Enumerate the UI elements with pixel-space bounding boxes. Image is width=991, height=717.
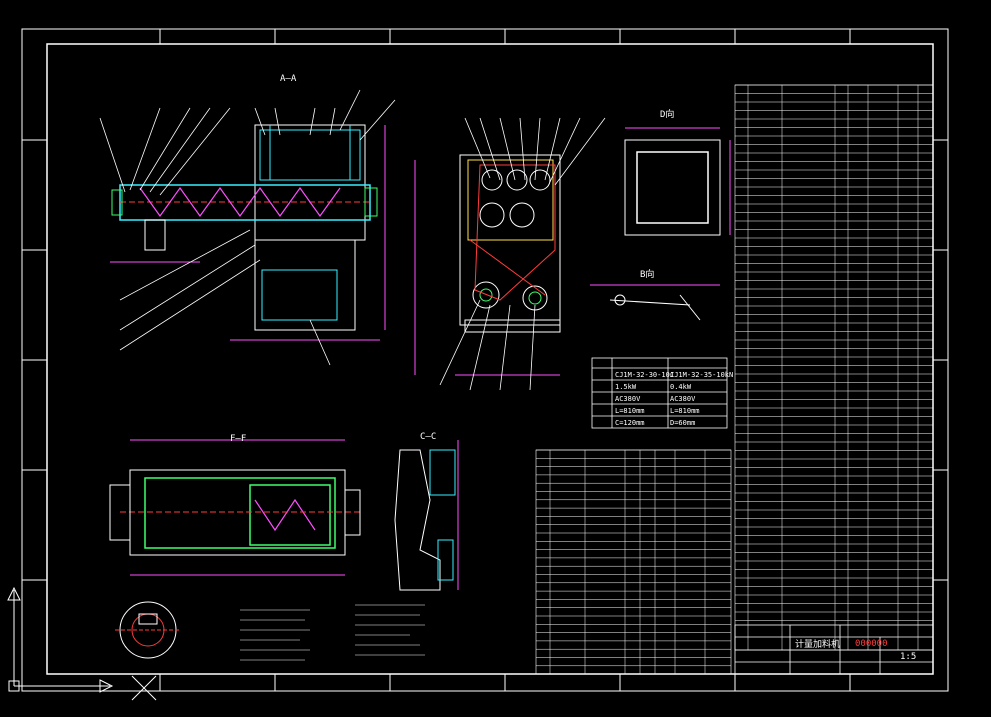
view-section-c: [394, 440, 459, 591]
motor-table-cell: AC380V: [670, 395, 696, 403]
motor-table-cell: C=120mm: [615, 419, 645, 427]
view-d-label: D向: [660, 110, 675, 120]
drawing-scale: 1:5: [900, 652, 917, 662]
leader-lines-gearbox: [439, 117, 606, 391]
tech-notes-block: [240, 604, 425, 661]
motor-spec-table-grid: [591, 357, 728, 429]
view-section-f: [109, 439, 361, 576]
view-section-a: [110, 124, 386, 341]
ucs-origin-icon: [7, 586, 114, 693]
motor-table-cell: 0.4kW: [670, 383, 692, 391]
motor-table-cell: CJ1M-32-30-10J: [615, 371, 675, 379]
view-a-label: A—A: [280, 74, 297, 84]
view-c-label: C—C: [420, 432, 437, 442]
sheet-inner-border: [46, 43, 934, 675]
view-b-label: B向: [640, 270, 655, 280]
view-b-linkage: [590, 284, 720, 321]
parts-list-lower-cols: [549, 450, 706, 674]
leader-lines-a: [99, 89, 396, 366]
cursor-crosshair-icon: [131, 675, 157, 701]
motor-table-cell: 1.5kW: [615, 383, 637, 391]
parts-list-right-cols: [747, 85, 919, 650]
view-f-label: F—F: [230, 434, 247, 444]
view-gearbox: [414, 154, 561, 376]
motor-table-cell: L=810mm: [670, 407, 700, 415]
motor-table-cell: AC380V: [615, 395, 641, 403]
motor-table-cell: CJ1M-32-35-10kN: [670, 371, 734, 379]
parts-list-lower-rows: [536, 449, 731, 667]
drawing-name: 计量加料机: [795, 640, 841, 650]
title-block-grid: [734, 624, 934, 675]
sheet-outer-border: [21, 28, 949, 692]
view-d-frame: [624, 127, 731, 236]
motor-table-cell: D=60mm: [670, 419, 696, 427]
drawing-number: 000000: [855, 639, 888, 649]
detail-section-circle: [115, 601, 180, 659]
parts-list-lower: [535, 449, 732, 675]
parts-list-right-rows: [735, 84, 933, 621]
zone-ticks: [22, 29, 948, 691]
motor-table-cell: L=810mm: [615, 407, 645, 415]
